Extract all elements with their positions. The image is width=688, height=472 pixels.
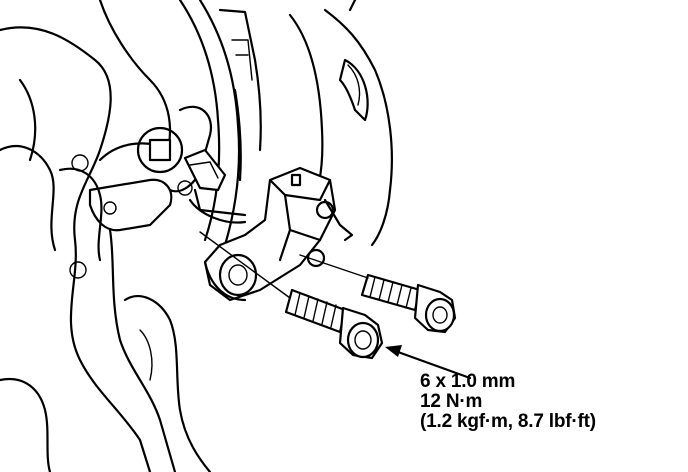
thread-size: 6 x 1.0 mm: [420, 371, 516, 392]
torque-spec-label: 6 x 1.0 mm 12 N·m (1.2 kgf·m, 8.7 lbf·ft…: [420, 372, 596, 432]
auto-tensioner: [203, 166, 354, 302]
alignment-lines: [199, 231, 369, 299]
torque-alt-units: (1.2 kgf·m, 8.7 lbf·ft): [420, 411, 596, 432]
callout-arrow: [385, 345, 472, 380]
torque-nm: 12 N·m: [420, 391, 483, 412]
belt-cover-rail: [178, 0, 262, 247]
engine-block: [0, 0, 212, 472]
lower-bolt: [284, 288, 384, 360]
tensioner-clip: [183, 148, 247, 224]
cam-bracket: [136, 105, 213, 196]
upper-bolt: [360, 273, 457, 334]
